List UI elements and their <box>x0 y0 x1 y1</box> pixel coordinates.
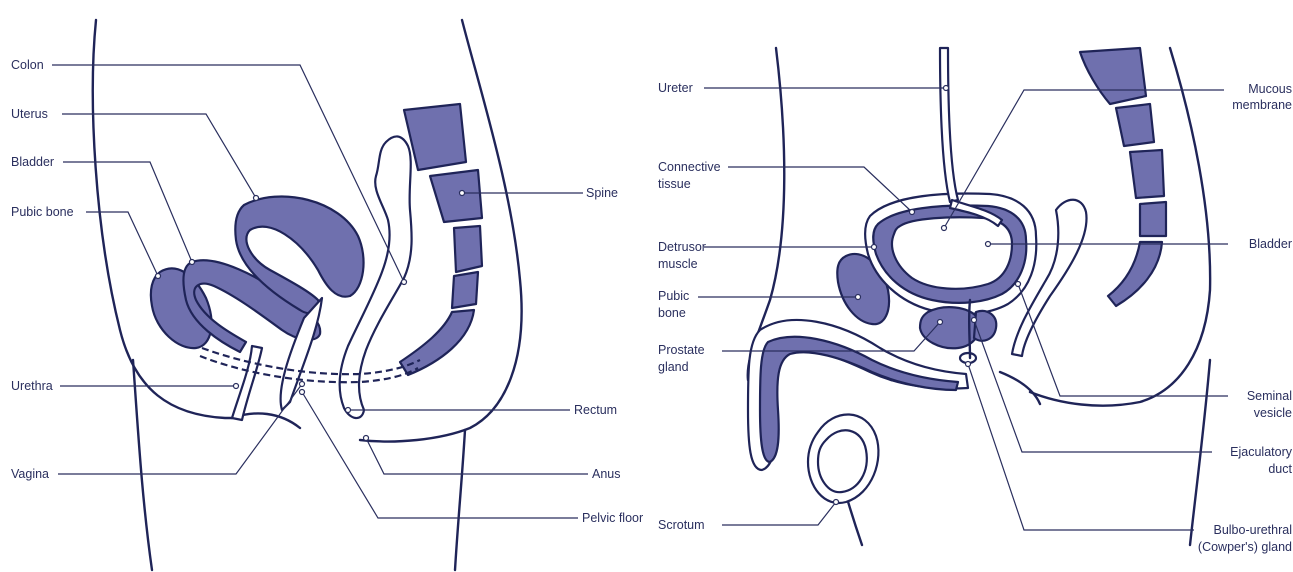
marker-dot <box>346 408 351 413</box>
label-ejaculatory-duct-line2: duct <box>1268 462 1292 476</box>
label-bladder: Bladder <box>11 155 54 169</box>
marker-dot <box>460 191 465 196</box>
marker-dot <box>1016 282 1021 287</box>
marker-dot <box>254 196 259 201</box>
female-pelvic-floor-dashed <box>202 348 420 374</box>
label-anus: Anus <box>592 467 621 481</box>
label-detrusor-muscle-line1: Detrusor <box>658 240 706 254</box>
marker-dot <box>364 436 369 441</box>
label-pubic-bone: Pubic bone <box>11 205 74 219</box>
male-ureter <box>940 48 958 202</box>
label-mucous-membrane-line1: Mucous <box>1248 82 1292 96</box>
leader-uterus <box>62 114 256 198</box>
marker-dot <box>834 500 839 505</box>
marker-dot <box>234 384 239 389</box>
female-front-body-outline <box>93 20 232 418</box>
marker-dot <box>938 320 943 325</box>
female-vertebra <box>430 170 482 222</box>
marker-dot <box>972 318 977 323</box>
male-prostate-back <box>974 311 996 341</box>
label-urethra: Urethra <box>11 379 53 393</box>
label-mucous-membrane-line2: membrane <box>1232 98 1292 112</box>
male-testis <box>818 430 867 492</box>
leader-ejaculatory-duct <box>974 320 1212 452</box>
leader-bulbo-urethral-gland <box>968 364 1194 530</box>
female-sacrum <box>400 310 474 375</box>
marker-dot <box>300 382 305 387</box>
male-vertebra <box>1140 202 1166 236</box>
female-vertebra <box>454 226 482 272</box>
male-vertebra <box>1130 150 1164 198</box>
female-vertebra <box>404 104 466 170</box>
label-pubic-bone-line2: bone <box>658 306 686 320</box>
label-rectum: Rectum <box>574 403 617 417</box>
label-connective-tissue-line2: tissue <box>658 177 691 191</box>
marker-dot <box>910 210 915 215</box>
label-prostate-gland-line1: Prostate <box>658 343 705 357</box>
male-vertebra <box>1080 48 1146 104</box>
marker-dot <box>402 280 407 285</box>
marker-dot <box>300 390 305 395</box>
label-pelvic-floor: Pelvic floor <box>582 511 643 525</box>
label-vagina: Vagina <box>11 467 49 481</box>
marker-dot <box>986 242 991 247</box>
label-ejaculatory-duct-line1: Ejaculatory <box>1230 445 1293 459</box>
female-leg-outline-back <box>455 430 465 570</box>
leader-pubic-bone <box>86 212 158 276</box>
marker-dot <box>856 295 861 300</box>
marker-dot <box>942 226 947 231</box>
label-pubic-bone-line1: Pubic <box>658 289 689 303</box>
female-pelvic-floor-dashed <box>200 356 418 382</box>
label-bulbo-urethral-line1: Bulbo-urethral <box>1213 523 1292 537</box>
marker-dot <box>190 260 195 265</box>
label-detrusor-muscle-line2: muscle <box>658 257 698 271</box>
label-ureter: Ureter <box>658 81 693 95</box>
label-connective-tissue-line1: Connective <box>658 160 721 174</box>
leader-vagina <box>58 384 302 474</box>
label-uterus: Uterus <box>11 107 48 121</box>
marker-dot <box>872 245 877 250</box>
female-labels: Colon Uterus Bladder Pubic bone Spine Ur… <box>11 58 643 525</box>
leader-anus <box>366 438 588 474</box>
male-buttock-outline <box>1000 372 1040 404</box>
leader-pelvic-floor <box>302 392 578 518</box>
marker-dot <box>966 362 971 367</box>
label-bladder: Bladder <box>1249 237 1292 251</box>
label-spine: Spine <box>586 186 618 200</box>
female-leader-lines <box>52 65 588 518</box>
male-sacrum <box>1108 242 1162 306</box>
female-vertebra <box>452 272 478 308</box>
label-scrotum: Scrotum <box>658 518 705 532</box>
label-seminal-vesicle-line1: Seminal <box>1247 389 1292 403</box>
label-colon: Colon <box>11 58 44 72</box>
leader-scrotum <box>722 502 836 525</box>
label-bulbo-urethral-line2: (Cowper's) gland <box>1198 540 1292 554</box>
label-prostate-gland-line2: gland <box>658 360 689 374</box>
male-vertebra <box>1116 104 1154 146</box>
male-ejaculatory-duct-line <box>969 300 970 358</box>
label-seminal-vesicle-line2: vesicle <box>1254 406 1292 420</box>
female-pelvis-illustration <box>93 20 522 570</box>
marker-dot <box>156 274 161 279</box>
female-leg-outline-front <box>133 360 152 570</box>
marker-dot <box>944 86 949 91</box>
